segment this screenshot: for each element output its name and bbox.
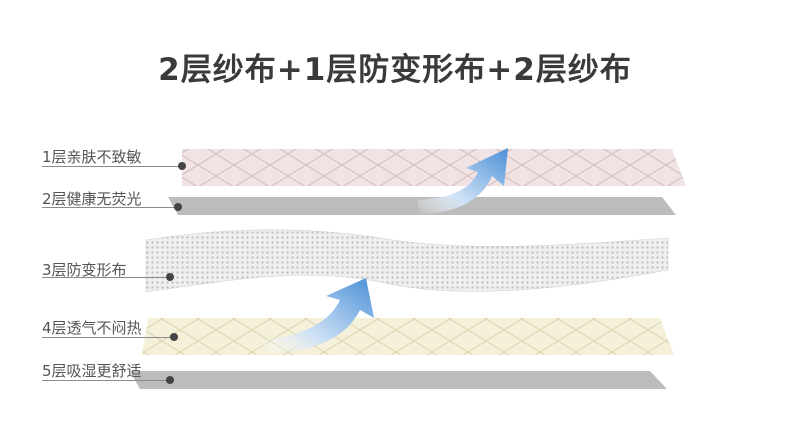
layer-5-label: 5层吸湿更舒适 (42, 362, 142, 380)
layer-3-leader (42, 277, 170, 278)
layer-2-leader (42, 207, 178, 208)
layer-3-fabric (145, 229, 669, 293)
layer-4-label: 4层透气不闷热 (42, 319, 142, 337)
layer-3-leader-dot (166, 273, 174, 281)
layer-2-leader-dot (174, 203, 182, 211)
layer-5-leader (42, 380, 170, 381)
layer-3-label: 3层防变形布 (42, 261, 127, 279)
diagram-title: 2层纱布+1层防变形布+2层纱布 (158, 52, 632, 88)
layer-2-label: 2层健康无荧光 (42, 190, 142, 208)
moisture-arrow-upper (418, 148, 508, 214)
layer-4-leader (42, 337, 174, 338)
layer-1-label: 1层亲肤不致敏 (42, 148, 142, 166)
layer-5-leader-dot (166, 376, 174, 384)
layer-4-fabric (142, 318, 674, 355)
moisture-arrow-lower (262, 278, 374, 354)
layer-4-leader-dot (170, 333, 178, 341)
layer-1-leader (42, 166, 182, 167)
layer-1-leader-dot (178, 162, 186, 170)
layer-5-fabric (130, 371, 667, 389)
layer-1-fabric (182, 149, 686, 186)
